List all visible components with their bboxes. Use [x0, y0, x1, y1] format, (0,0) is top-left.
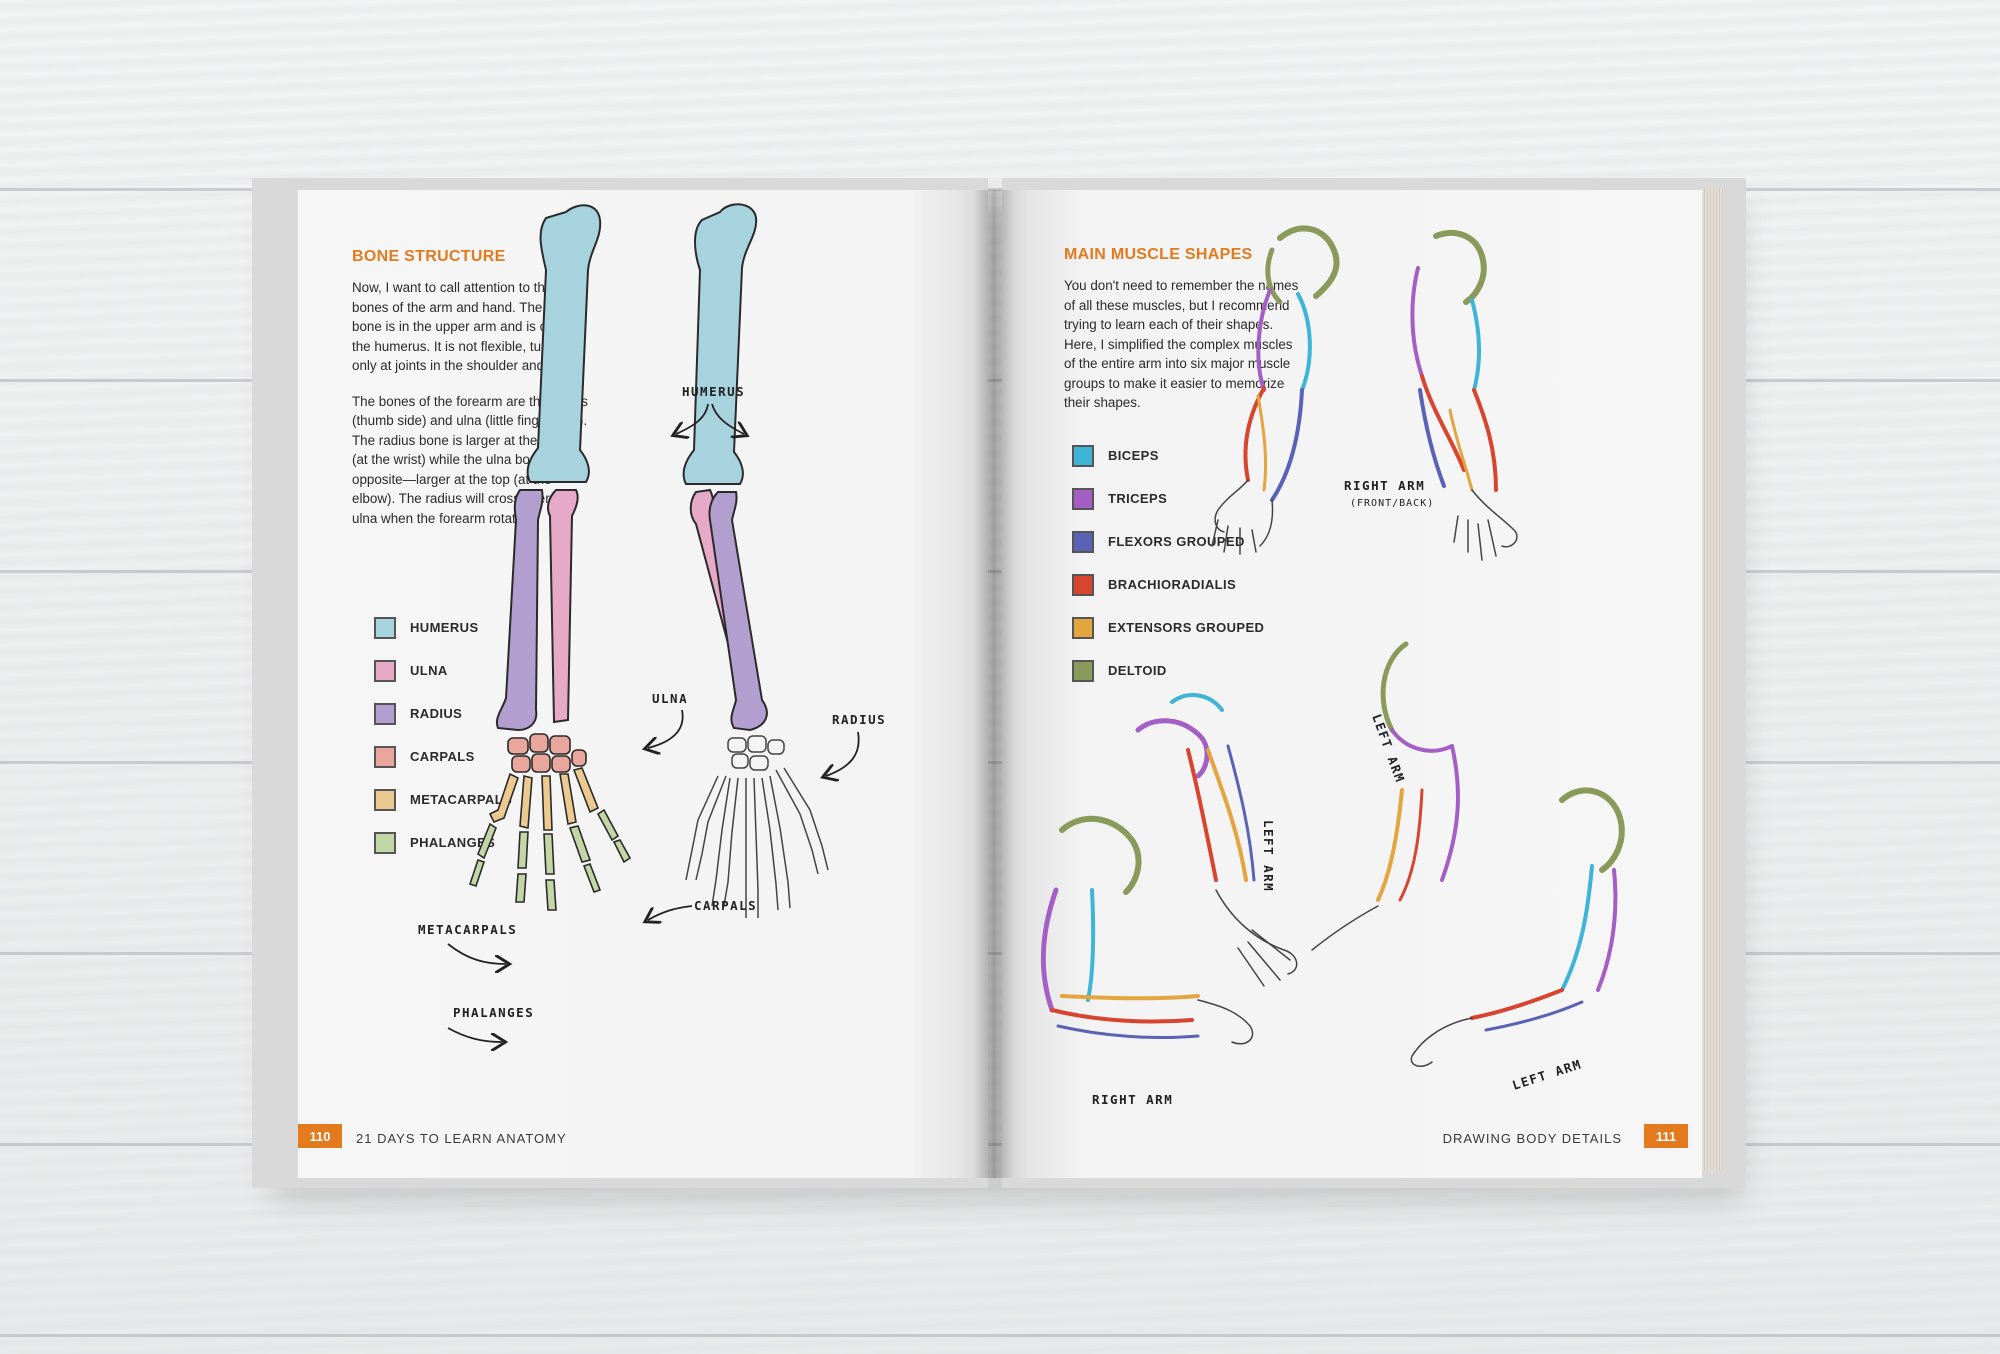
bone-paragraph-2: The bones of the forearm are the radius … — [352, 393, 588, 526]
legend-swatch — [374, 616, 396, 639]
legend-item-phalanges: PHALANGES — [374, 821, 512, 864]
legend-swatch — [374, 745, 396, 768]
legend-swatch — [374, 831, 396, 854]
legend-label: TRICEPS — [1108, 491, 1168, 506]
open-book: BONE STRUCTURE Now, I want to call atten… — [252, 178, 1746, 1202]
hand-bones-back — [685, 735, 829, 918]
legend-item-biceps: BICEPS — [1072, 434, 1264, 477]
bone-illustration: HUMERUS ULNA RADIUS CARPALS METACARPALS … — [418, 203, 886, 1178]
legend-label: PHALANGES — [410, 835, 496, 850]
arm-right-bent — [1040, 815, 1254, 1045]
humerus-back — [682, 203, 758, 485]
legend-item-humerus: HUMERUS — [374, 606, 512, 649]
left-page-heading: BONE STRUCTURE — [352, 248, 506, 265]
legend-swatch — [1072, 444, 1094, 467]
label-right-arm: RIGHT ARM — [1092, 1092, 1173, 1107]
left-page: BONE STRUCTURE Now, I want to call atten… — [298, 190, 988, 1178]
right-page: MAIN MUSCLE SHAPES You don't need to rem… — [1002, 190, 1702, 1178]
label-carpals: CARPALS — [694, 898, 757, 913]
label-right-arm-front-back: RIGHT ARM — [1344, 478, 1425, 493]
running-head-right: DRAWING BODY DETAILS — [1442, 1131, 1622, 1146]
left-page-body: Now, I want to call attention to the mai… — [352, 278, 590, 544]
page-number-left: 110 — [298, 1124, 342, 1148]
arm-right-back — [1410, 229, 1518, 561]
muscle-illustration: RIGHT ARM (FRONT/BACK) LEFT ARM — [1040, 225, 1625, 1107]
radius-front — [496, 489, 544, 732]
bone-legend: HUMERUS ULNA RADIUS CARPALS METACARPALS … — [374, 606, 512, 864]
radius-back — [708, 491, 768, 732]
legend-label: FLEXORS GROUPED — [1108, 534, 1245, 549]
legend-item-ulna: ULNA — [374, 649, 512, 692]
legend-label: RADIUS — [410, 706, 463, 721]
legend-swatch — [374, 659, 396, 682]
right-page-body: You don't need to remember the names of … — [1064, 276, 1300, 429]
label-radius: RADIUS — [832, 712, 886, 727]
legend-item-brachioradialis: BRACHIORADIALIS — [1072, 563, 1264, 606]
legend-swatch — [1072, 573, 1094, 596]
label-humerus: HUMERUS — [682, 384, 745, 399]
page-edges — [1702, 188, 1724, 1170]
label-left-arm-3: LEFT ARM — [1510, 1056, 1583, 1093]
muscle-paragraph: You don't need to remember the names of … — [1064, 278, 1299, 410]
label-front-back: (FRONT/BACK) — [1350, 498, 1434, 509]
book-gutter — [974, 190, 1014, 1178]
label-left-arm-1: LEFT ARM — [1261, 820, 1276, 892]
phalanges-front — [468, 808, 632, 911]
bone-paragraph-1: Now, I want to call attention to the mai… — [352, 280, 587, 373]
legend-item-flexors: FLEXORS GROUPED — [1072, 520, 1264, 563]
page-number-right: 111 — [1644, 1124, 1688, 1148]
legend-label: HUMERUS — [410, 620, 479, 635]
legend-swatch — [1072, 616, 1094, 639]
arm-left-raised — [1311, 641, 1460, 951]
ulna-front — [547, 489, 579, 724]
metacarpals-front — [488, 767, 600, 831]
legend-item-metacarpals: METACARPALS — [374, 778, 512, 821]
legend-item-radius: RADIUS — [374, 692, 512, 735]
legend-item-carpals: CARPALS — [374, 735, 512, 778]
legend-item-triceps: TRICEPS — [1072, 477, 1264, 520]
legend-swatch — [1072, 530, 1094, 553]
legend-swatch — [374, 702, 396, 725]
legend-swatch — [1072, 659, 1094, 682]
muscle-legend: BICEPS TRICEPS FLEXORS GROUPED BRACHIORA… — [1072, 434, 1264, 692]
legend-label: EXTENSORS GROUPED — [1108, 620, 1265, 635]
humerus-front — [526, 204, 602, 483]
arm-left-bottom — [1410, 787, 1625, 1067]
carpals-front — [507, 733, 587, 773]
arm-left-middle — [1135, 693, 1298, 987]
label-ulna: ULNA — [652, 691, 688, 706]
legend-item-deltoid: DELTOID — [1072, 649, 1264, 692]
legend-label: CARPALS — [410, 749, 475, 764]
label-metacarpals: METACARPALS — [418, 922, 517, 937]
legend-label: DELTOID — [1108, 663, 1167, 678]
legend-label: METACARPALS — [410, 792, 513, 807]
legend-swatch — [1072, 487, 1094, 510]
legend-swatch — [374, 788, 396, 811]
legend-item-extensors: EXTENSORS GROUPED — [1072, 606, 1264, 649]
right-page-heading: MAIN MUSCLE SHAPES — [1064, 246, 1253, 263]
legend-label: BRACHIORADIALIS — [1108, 577, 1237, 592]
label-phalanges: PHALANGES — [453, 1005, 534, 1020]
running-head-left: 21 DAYS TO LEARN ANATOMY — [356, 1131, 567, 1146]
legend-label: BICEPS — [1108, 448, 1159, 463]
arm-right-front — [1211, 225, 1340, 555]
legend-label: ULNA — [410, 663, 448, 678]
